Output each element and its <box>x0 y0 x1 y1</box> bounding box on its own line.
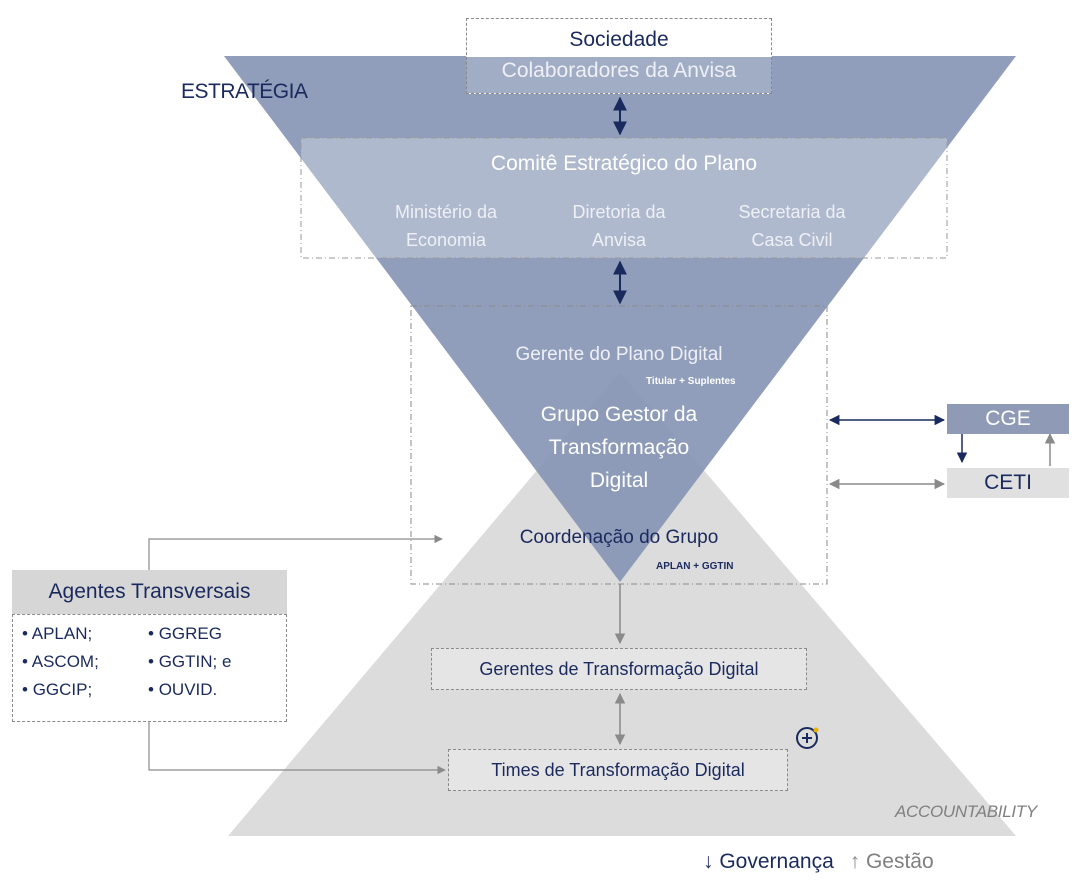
connector-agentes-coordenacao <box>148 534 443 570</box>
plus-circle-icon <box>796 727 819 749</box>
list-item: • GGTIN; e <box>148 652 232 671</box>
list-item: • ASCOM; <box>22 652 99 671</box>
list-item: • APLAN; <box>22 624 93 643</box>
accountability-label: ACCOUNTABILITY <box>895 802 1037 821</box>
list-item: • GGREG <box>148 624 222 643</box>
strategy-label: ESTRATÉGIA <box>181 80 308 103</box>
gerentes-td-box: Gerentes de Transformação Digital <box>431 648 807 690</box>
list-item: • GGCIP; <box>22 680 93 699</box>
sociedade-box <box>466 18 772 94</box>
list-item: • OUVID. <box>148 680 218 699</box>
colaboradores-label: Colaboradores da Anvisa <box>501 59 737 82</box>
strategy-inverted-triangle <box>224 56 1016 582</box>
agentes-title: Agentes Transversais <box>12 570 287 614</box>
connector-agentes-times <box>148 722 446 775</box>
legend-governanca: Governança <box>719 850 834 873</box>
coordenacao-sub: APLAN + GGTIN <box>656 561 734 572</box>
ceti-box: CETI <box>947 468 1069 498</box>
times-td-box: Times de Transformação Digital <box>448 749 788 791</box>
gerente-plano-sub: Titular + Suplentes <box>646 376 736 387</box>
comite-title: Comitê Estratégico do Plano <box>490 152 758 175</box>
agentes-list-box <box>12 614 287 722</box>
sociedade-label: Sociedade <box>569 28 669 51</box>
cge-box: CGE <box>947 404 1069 434</box>
legend-gestao: Gestão <box>865 850 934 873</box>
agentes-col1: • APLAN; • ASCOM; • GGCIP; <box>22 620 99 704</box>
legend: ↓ Governança ↑ Gestão <box>703 850 934 874</box>
grupo-gestor-frame <box>410 305 828 585</box>
arrow-up-icon: ↑ <box>849 850 861 873</box>
agentes-col2: • GGREG • GGTIN; e • OUVID. <box>148 620 231 704</box>
arrow-down-icon: ↓ <box>703 850 714 873</box>
coordenacao-title: Coordenação do Grupo <box>519 527 719 548</box>
comite-box <box>300 137 948 259</box>
accountability-pyramid <box>228 372 1016 836</box>
gerente-plano-title: Gerente do Plano Digital <box>515 344 723 365</box>
